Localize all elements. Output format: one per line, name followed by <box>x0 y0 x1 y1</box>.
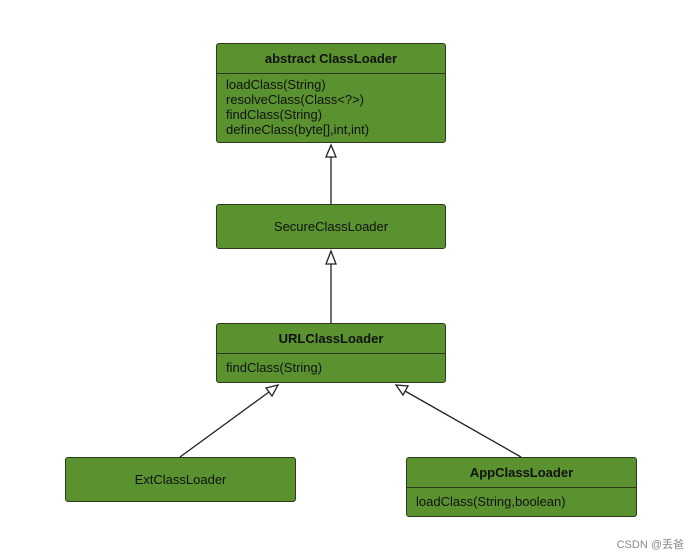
arrowhead-classloader <box>325 143 337 158</box>
method-item: loadClass(String,boolean) <box>416 494 566 509</box>
app-classloader-box: AppClassLoader loadClass(String,boolean) <box>406 457 637 517</box>
method-item: defineClass(byte[],int,int) <box>226 122 370 137</box>
url-classloader-box: URLClassLoader findClass(String) <box>216 323 446 383</box>
method-item: resolveClass(Class<?>) <box>226 92 364 107</box>
app-class-name: AppClassLoader <box>407 458 636 488</box>
edge-ext-to-url <box>179 391 270 458</box>
method-item: loadClass(String) <box>226 77 326 92</box>
arrowhead-secure <box>325 249 337 265</box>
ext-class-name: ExtClassLoader <box>134 472 227 487</box>
edge-app-to-url <box>404 390 522 458</box>
app-methods: loadClass(String,boolean) <box>407 488 636 512</box>
classloader-class-name: abstract ClassLoader <box>217 44 445 74</box>
classloader-class-box: abstract ClassLoader loadClass(String) r… <box>216 43 446 143</box>
method-item: findClass(String) <box>226 360 323 375</box>
arrowhead-url-right <box>394 384 410 397</box>
method-item: findClass(String) <box>226 107 323 122</box>
secure-class-name: SecureClassLoader <box>273 219 389 234</box>
ext-classloader-box: ExtClassLoader <box>65 457 296 502</box>
url-methods: findClass(String) <box>217 354 445 378</box>
url-class-name: URLClassLoader <box>217 324 445 354</box>
classloader-methods: loadClass(String) resolveClass(Class<?>)… <box>217 74 445 140</box>
secure-classloader-box: SecureClassLoader <box>216 204 446 249</box>
arrowhead-url-left <box>264 384 280 398</box>
watermark: CSDN @丢爸 <box>616 539 684 551</box>
